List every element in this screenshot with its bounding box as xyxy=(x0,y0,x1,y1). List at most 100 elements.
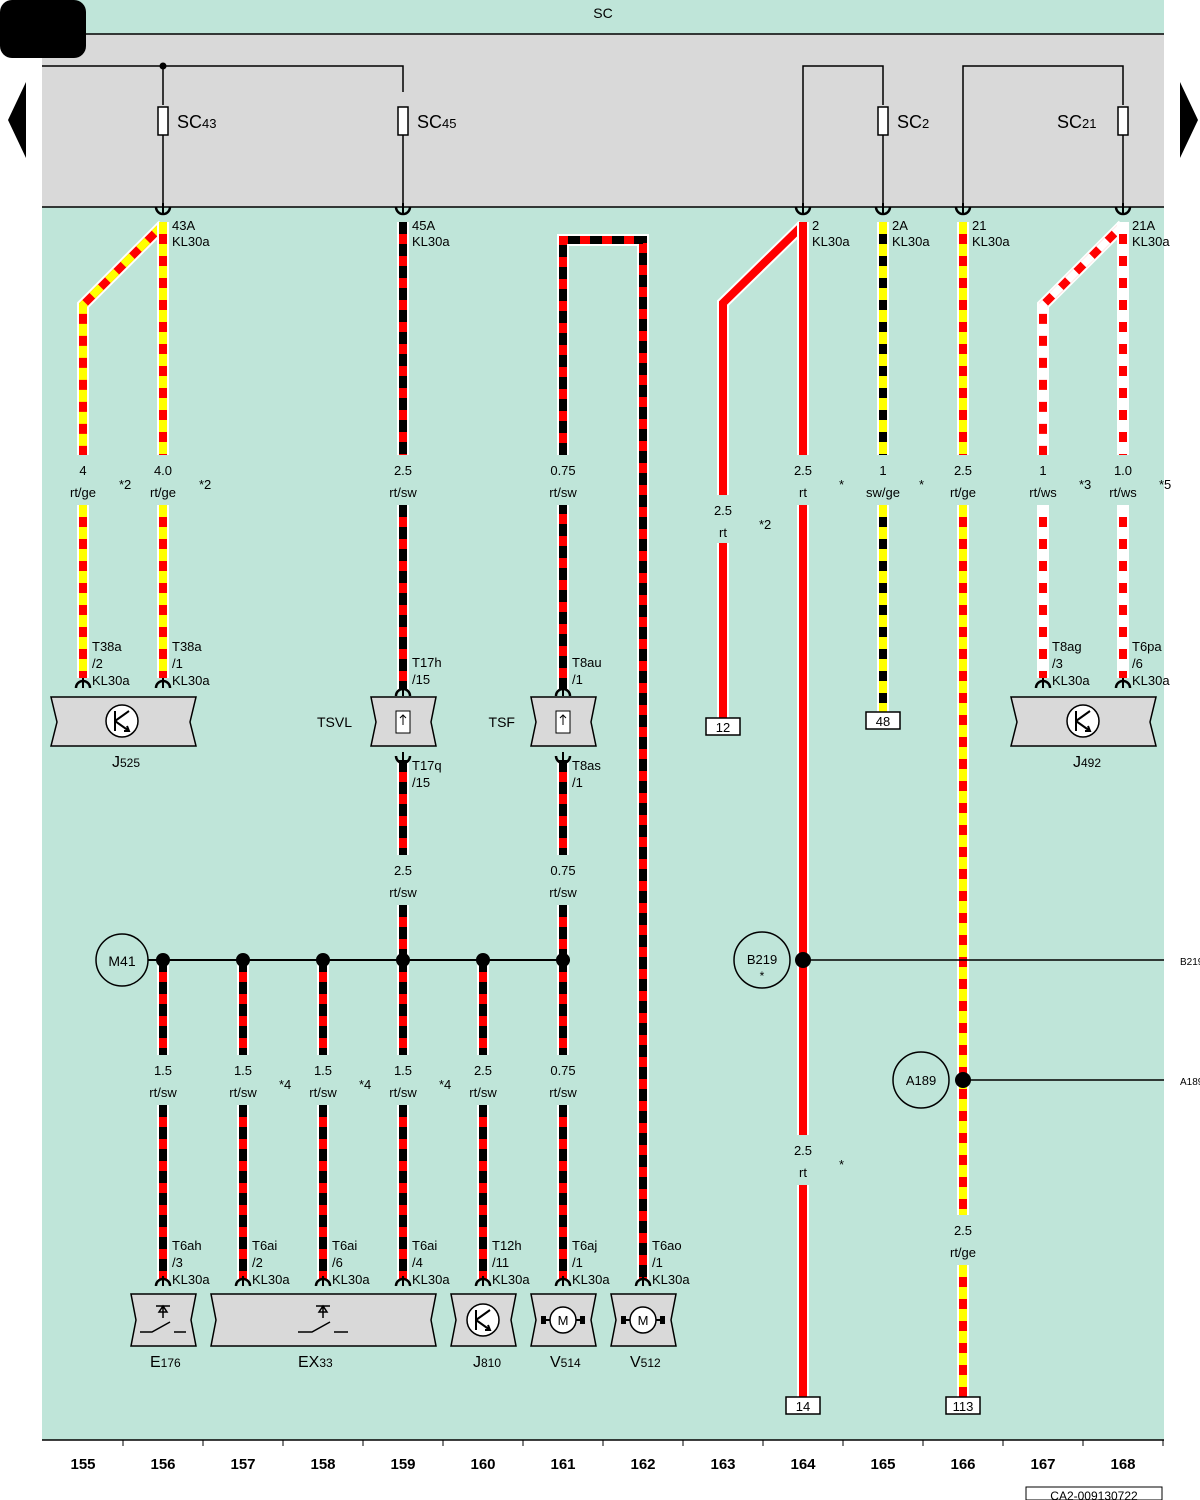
wire-color: rt xyxy=(799,1165,807,1180)
next-page-arrow-icon[interactable] xyxy=(1180,82,1198,158)
reference-number: 48 xyxy=(876,714,890,729)
pin-label: 2A xyxy=(892,218,908,233)
splice-node xyxy=(156,953,170,967)
reference-box-48[interactable]: 48 xyxy=(865,711,901,730)
junction-label: M41 xyxy=(108,953,135,969)
connector-pin-label: KL30a xyxy=(172,1272,210,1287)
connector-pin-label: KL30a xyxy=(332,1272,370,1287)
connector-pin-label: /1 xyxy=(652,1255,663,1270)
pin-socket-icon xyxy=(394,206,412,216)
connector-pin-label: /1 xyxy=(572,1255,583,1270)
connector-pin-label: T8as xyxy=(572,758,601,773)
header-tab xyxy=(0,0,86,58)
connector-pin-label: KL30a xyxy=(412,1272,450,1287)
reference-box-113[interactable]: 113 xyxy=(945,1396,981,1415)
column-number: 164 xyxy=(790,1456,816,1473)
connector-tsvl[interactable]: TSVL xyxy=(317,696,437,747)
wire-size: 1.5 xyxy=(394,1063,412,1078)
wire-rt-col163[interactable] xyxy=(717,220,808,718)
wire-note: *4 xyxy=(279,1077,291,1092)
junction-a189[interactable]: A189 A189 xyxy=(892,1051,1200,1109)
connector-pin-label: T6ai xyxy=(412,1238,437,1253)
column-number: 162 xyxy=(630,1456,655,1473)
column-number: 166 xyxy=(950,1456,975,1473)
doc-id-box xyxy=(1025,1486,1163,1500)
column-number: 156 xyxy=(150,1456,175,1473)
connector-pin-label: /1 xyxy=(572,775,583,790)
component-label: V514 xyxy=(550,1354,581,1371)
connector-pin-label: T6ai xyxy=(332,1238,357,1253)
pin-label: KL30a xyxy=(972,234,1010,249)
component-e176[interactable]: E176 xyxy=(130,1293,197,1371)
component-label: EX33 xyxy=(298,1354,333,1371)
wire-color: rt xyxy=(719,525,727,540)
transistor-icon xyxy=(1075,710,1092,732)
connector-pin-label: T38a xyxy=(92,639,122,654)
connector-pin-label: T6ah xyxy=(172,1238,202,1253)
doc-id: CA2-009130722 xyxy=(1050,1489,1138,1500)
junction-b219[interactable]: B219 * B219 xyxy=(733,931,1200,989)
component-v514[interactable]: M V514 xyxy=(530,1293,597,1371)
previous-page-arrow-icon[interactable] xyxy=(8,82,26,158)
pin-label: 43A xyxy=(172,218,195,233)
wire-color: rt/sw xyxy=(389,1085,417,1100)
component-j810[interactable]: J810 xyxy=(450,1293,517,1371)
wire-size: 1 xyxy=(1039,463,1046,478)
connector-pin-label: /2 xyxy=(252,1255,263,1270)
wire-color: rt xyxy=(799,485,807,500)
motor-letter: M xyxy=(638,1313,649,1328)
component-label: E176 xyxy=(150,1354,181,1371)
splice-nodes xyxy=(156,952,971,1088)
wire-color: rt/ge xyxy=(950,485,976,500)
component-ex33[interactable]: EX33 xyxy=(210,1293,437,1371)
splice-node xyxy=(236,953,250,967)
component-label: J810 xyxy=(473,1354,501,1371)
switch-icon xyxy=(140,1304,186,1333)
wire-size: 2.5 xyxy=(794,1143,812,1158)
wire-color: rt/sw xyxy=(549,485,577,500)
wire-note: *3 xyxy=(1079,477,1091,492)
wire-rt-ws-col167[interactable] xyxy=(1037,220,1128,678)
wire-size: 0.75 xyxy=(550,1063,575,1078)
connector-pin-label: T6ai xyxy=(252,1238,277,1253)
wire-color: rt/ge xyxy=(950,1245,976,1260)
component-v512[interactable]: M V512 xyxy=(610,1293,677,1371)
pin-label: KL30a xyxy=(1132,234,1170,249)
wire-note: * xyxy=(839,477,844,492)
pin-label: KL30a xyxy=(172,234,210,249)
reference-box-14[interactable]: 14 xyxy=(785,1396,821,1415)
junction-edge-ref: A189 xyxy=(1180,1077,1200,1088)
component-j525[interactable]: J525 xyxy=(50,696,197,771)
pin-label: KL30a xyxy=(812,234,850,249)
connector-pin-label: /6 xyxy=(332,1255,343,1270)
pin-label: KL30a xyxy=(892,234,930,249)
connector-pin-label: KL30a xyxy=(252,1272,290,1287)
pin-socket-icon xyxy=(1114,206,1132,216)
fuse-sc45[interactable]: SC45 xyxy=(397,106,456,136)
fuse-sc2[interactable]: SC2 xyxy=(877,106,929,136)
wire-color: sw/ge xyxy=(866,485,900,500)
wire-color: rt/sw xyxy=(469,1085,497,1100)
wire-size: 2.5 xyxy=(474,1063,492,1078)
wire-color: rt/sw xyxy=(149,1085,177,1100)
junction-m41[interactable]: M41 xyxy=(95,933,149,987)
connector-pin-label: KL30a xyxy=(572,1272,610,1287)
connector-pin-label: T17h xyxy=(412,655,442,670)
reference-box-12[interactable]: 12 xyxy=(705,717,741,736)
wire-size: 0.75 xyxy=(550,863,575,878)
wire-rt-ge-col155[interactable] xyxy=(77,220,168,678)
connector-pin-label: /1 xyxy=(572,672,583,687)
splice-node xyxy=(396,953,410,967)
wire-rt-sw-col161-loop[interactable] xyxy=(557,234,649,1280)
connector-pin-label: /15 xyxy=(412,672,430,687)
connector-pin-label: KL30a xyxy=(172,673,210,688)
connector-tsf[interactable]: TSF xyxy=(489,696,597,747)
fuse-sc21[interactable]: SC21 xyxy=(1057,106,1129,136)
wire-size: 0.75 xyxy=(550,463,575,478)
wire-size: 2.5 xyxy=(394,463,412,478)
wire-size: 1.5 xyxy=(154,1063,172,1078)
fuse-sc43[interactable]: SC43 xyxy=(157,106,216,136)
component-j492[interactable]: J492 xyxy=(1010,696,1157,771)
connector-pin-label: KL30a xyxy=(92,673,130,688)
connector-pin-label: T6pa xyxy=(1132,639,1162,654)
